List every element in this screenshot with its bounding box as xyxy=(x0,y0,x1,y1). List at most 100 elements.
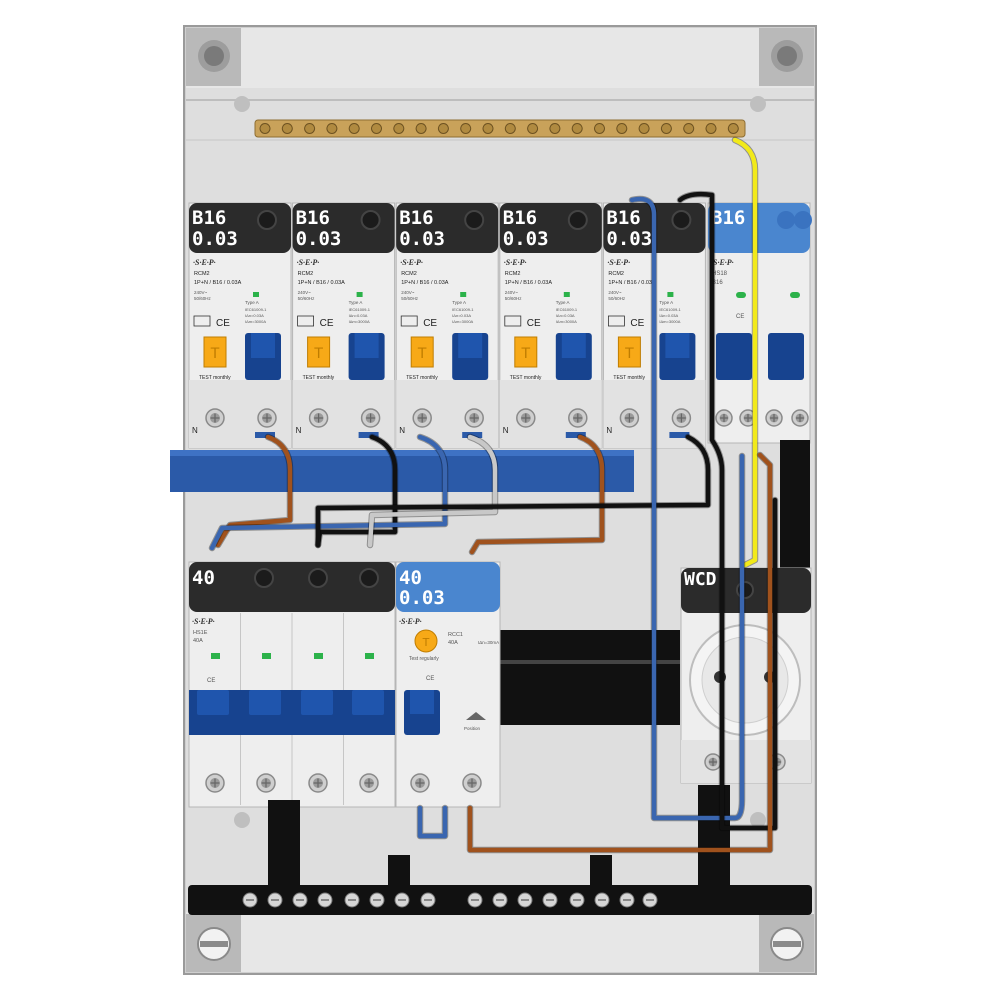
status-indicator xyxy=(211,653,220,659)
rcbo-standard: IEC61009-1 xyxy=(556,307,578,312)
rcd-label-plate xyxy=(396,562,500,612)
rcbo-idn: IΔn=0.03A xyxy=(452,313,471,318)
rcbo-voltage: 240V~ xyxy=(401,290,415,295)
rcbo-standard: IEC61009-1 xyxy=(349,307,371,312)
mcb-rating: B16 xyxy=(711,207,745,229)
rcbo-sensitivity: 0.03 xyxy=(503,228,549,250)
rcbo-model: RCM2 xyxy=(298,271,314,277)
test-button[interactable] xyxy=(307,336,331,368)
rcbo-spec: 1P+N / B16 / 0.03A xyxy=(401,280,449,286)
rcbo-frequency: 50/60Hz xyxy=(401,296,419,301)
rcbo-type: Type A xyxy=(349,300,363,305)
mount-hole-icon xyxy=(750,812,766,828)
main-switch-sub: 40A xyxy=(193,638,203,644)
black-wire xyxy=(315,434,711,548)
breaker-toggle[interactable] xyxy=(716,333,804,380)
ce-mark-icon: CE xyxy=(423,318,437,329)
breaker-toggle[interactable] xyxy=(245,333,281,380)
rcbo-voltage: 240V~ xyxy=(608,290,622,295)
breaker-toggle[interactable] xyxy=(452,333,489,380)
earth-screw-icon xyxy=(281,123,293,134)
rcbo-model: RCM2 xyxy=(401,271,417,277)
main-switch-rating: 40 xyxy=(192,567,215,589)
neutral-marker: N xyxy=(399,426,405,435)
cert-mark-icon xyxy=(400,315,418,327)
earth-screw-icon xyxy=(549,123,561,134)
terminal-screw-icon xyxy=(704,753,722,771)
mount-hole-icon xyxy=(234,96,250,112)
test-button[interactable] xyxy=(410,336,434,368)
rcd-position-label: Position xyxy=(464,726,481,731)
cert-mark-icon xyxy=(504,315,522,327)
test-button[interactable] xyxy=(514,336,538,368)
status-indicator xyxy=(736,292,746,298)
wall-socket-module[interactable]: WCD xyxy=(680,567,812,784)
terminal-screw-icon xyxy=(205,773,225,793)
main-switch-toggle[interactable] xyxy=(189,690,395,735)
rcbo-type: Type A xyxy=(452,300,466,305)
rcd-sensitivity: 0.03 xyxy=(399,587,445,609)
terminal-screw-icon xyxy=(568,408,588,428)
cable-duct xyxy=(780,440,810,570)
test-button[interactable] xyxy=(203,336,227,368)
live-wire xyxy=(215,434,293,548)
cert-mark-icon xyxy=(297,315,315,327)
rcd-sub: 40A xyxy=(448,640,458,646)
earth-screw-icon xyxy=(504,123,516,134)
earth-screw-icon xyxy=(705,123,717,134)
test-t-icon: T xyxy=(313,346,323,362)
ce-mark-icon: CE xyxy=(527,318,541,329)
brand-logo: ·S·E·P· xyxy=(297,258,320,267)
status-indicator xyxy=(314,653,323,659)
rcbo-test-label: TEST monthly xyxy=(406,375,438,381)
earth-screw-icon xyxy=(482,123,494,134)
earth-screw-icon xyxy=(638,123,650,134)
rcbo-voltage: 240V~ xyxy=(505,290,519,295)
rcd-toggle[interactable] xyxy=(404,690,440,735)
neutral-marker: N xyxy=(503,426,509,435)
neutral-marker: N xyxy=(296,426,302,435)
test-button[interactable] xyxy=(617,336,641,368)
earth-screw-icon xyxy=(727,123,739,134)
neutral-marker: N xyxy=(192,426,198,435)
terminal-screw-icon xyxy=(671,408,692,428)
breaker-toggle[interactable] xyxy=(659,333,696,380)
ce-mark-icon: CE xyxy=(426,676,434,682)
breaker-toggle[interactable] xyxy=(555,333,592,380)
din-rail xyxy=(500,630,680,725)
rcbo-test-label: TEST monthly xyxy=(199,375,231,381)
status-indicator xyxy=(262,653,271,659)
rcd-test-button[interactable] xyxy=(414,629,438,653)
terminal-screw-icon xyxy=(410,773,430,793)
status-indicator xyxy=(667,292,674,297)
earth-screw-icon xyxy=(594,123,605,134)
earth-wire xyxy=(732,137,758,568)
cert-mark-icon xyxy=(608,315,625,327)
main-switch-label-plate xyxy=(189,562,395,612)
ce-mark-icon: CE xyxy=(630,318,644,329)
brand-logo: ·S·E·P· xyxy=(504,258,527,267)
rcbo-test-label: TEST monthly xyxy=(303,375,335,381)
position-arrow-icon xyxy=(466,712,486,720)
breaker-toggle[interactable] xyxy=(348,333,385,380)
test-t-icon: T xyxy=(210,346,220,362)
rcbo-standard: IEC61009-1 xyxy=(452,307,474,312)
rcd-rating: 40 xyxy=(399,567,422,589)
earth-screw-icon xyxy=(616,123,628,134)
status-indicator xyxy=(790,292,800,298)
neutral-marker: N xyxy=(606,426,612,435)
main-switch-model: HS1E xyxy=(193,630,208,636)
rcbo-standard: IEC61009-1 xyxy=(659,307,681,312)
earth-screw-icon xyxy=(348,123,360,134)
rcbo-icn: IΔm=3000A xyxy=(556,319,577,324)
rcd-idn: IΔn=30mA xyxy=(478,640,499,645)
rcbo-frequency: 50/60Hz xyxy=(194,296,212,301)
